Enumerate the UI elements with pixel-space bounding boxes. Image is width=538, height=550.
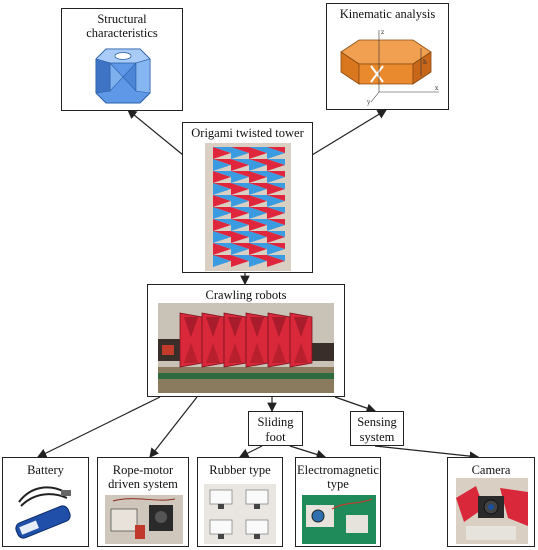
arrow-to-camera	[374, 445, 480, 461]
electro-label-1: Electromagnetic	[297, 463, 379, 477]
rope-label-1: Rope-motor	[112, 463, 174, 477]
arrow-to-rope	[149, 396, 198, 458]
crawling-box: Crawling robots	[147, 284, 345, 397]
arrow-to-sensing	[334, 396, 377, 413]
camera-label: Camera	[471, 463, 511, 477]
svg-text:x: x	[435, 85, 439, 92]
sensing-label-2: system	[359, 430, 395, 444]
structural-label-1: Structural	[97, 12, 147, 26]
camera-box: Camera	[447, 457, 535, 547]
battery-image	[15, 486, 71, 539]
arrow-to-electro	[289, 445, 327, 460]
crawling-label: Crawling robots	[205, 288, 287, 302]
rubber-label: Rubber type	[209, 463, 271, 477]
svg-text:y: y	[366, 99, 371, 106]
electro-box: Electromagnetic type	[295, 457, 381, 547]
rubber-box: Rubber type	[197, 457, 283, 547]
electro-label-2: type	[327, 477, 349, 491]
battery-box: Battery	[2, 457, 89, 547]
arrow-to-structural	[127, 109, 184, 156]
rope-label-2: driven system	[108, 477, 178, 491]
crawling-robot-image	[158, 303, 334, 393]
arrow-to-kinematic	[311, 109, 388, 156]
arrow-to-rubber	[238, 445, 263, 458]
electromagnetic-foot-image	[302, 495, 376, 544]
tower-label: Origami twisted tower	[191, 126, 304, 140]
sensing-label-1: Sensing	[357, 415, 397, 429]
svg-text:z: z	[381, 29, 384, 36]
structural-box: Structural characteristics	[61, 8, 183, 111]
tower-image	[205, 143, 291, 271]
rope-box: Rope-motor driven system	[97, 457, 189, 547]
sliding-label-1: Sliding	[257, 415, 294, 429]
kinematic-box: Kinematic analysis h z x y	[326, 3, 449, 110]
tower-box: Origami twisted tower	[182, 122, 313, 273]
rubber-foot-image	[204, 484, 276, 544]
sensing-box: Sensing system	[350, 411, 404, 446]
kinematic-image: h z x y	[340, 29, 439, 106]
battery-label: Battery	[27, 463, 64, 477]
sliding-label-2: foot	[265, 430, 286, 444]
kinematic-label: Kinematic analysis	[339, 7, 436, 21]
rope-motor-image	[105, 495, 183, 544]
prism-image	[95, 48, 151, 104]
sliding-box: Sliding foot	[248, 411, 303, 446]
camera-image	[456, 478, 528, 544]
svg-text:h: h	[423, 59, 427, 66]
arrow-to-battery	[36, 396, 161, 458]
structural-label-2: characteristics	[86, 26, 158, 40]
